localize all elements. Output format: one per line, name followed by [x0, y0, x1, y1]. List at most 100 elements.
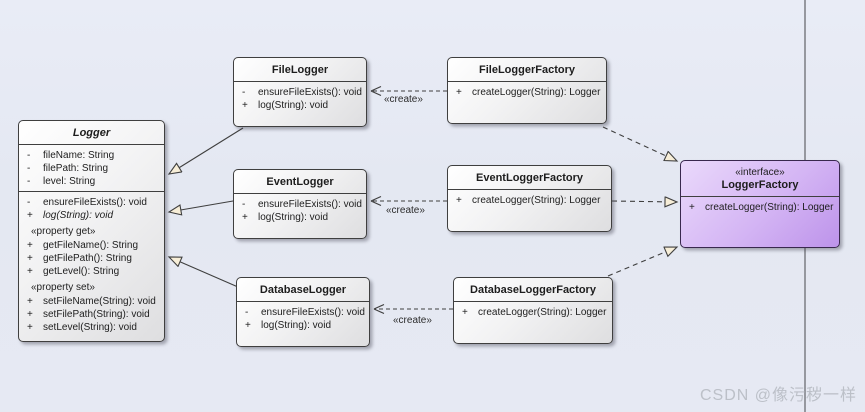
attribute-row: - filePath: String: [19, 162, 161, 175]
visibility-marker: -: [27, 150, 31, 161]
operations-section: + createLogger(String): Logger: [454, 302, 612, 322]
attribute-text: filePath: String: [43, 163, 109, 174]
visibility-marker: +: [245, 320, 251, 331]
csdn-watermark: CSDN @像污秽一样: [699, 387, 857, 404]
operation-text: ensureFileExists(): void: [258, 87, 362, 98]
attributes-section: - fileName: String - filePath: String - …: [19, 145, 164, 192]
operation-row: - ensureFileExists(): void: [237, 306, 366, 319]
visibility-marker: -: [242, 87, 246, 98]
visibility-marker: +: [27, 309, 33, 320]
visibility-marker: +: [27, 240, 33, 251]
class-eventloggerfactory: EventLoggerFactory + createLogger(String…: [447, 165, 612, 232]
operation-row: + createLogger(String): Logger: [454, 306, 609, 319]
visibility-marker: -: [27, 197, 31, 208]
attribute-text: level: String: [43, 176, 96, 187]
operation-text: setFilePath(String): void: [43, 309, 150, 320]
operation-text: setLevel(String): void: [43, 322, 137, 333]
operation-text: ensureFileExists(): void: [261, 307, 365, 318]
operation-row: + log(String): void: [234, 99, 363, 112]
property-set-stereotype: «property set»: [31, 282, 95, 293]
class-title: FileLogger: [234, 58, 366, 82]
realization-databaseloggerfactory-loggerfactory: [607, 247, 677, 277]
class-title: DatabaseLoggerFactory: [454, 278, 612, 302]
operation-row: - ensureFileExists(): void: [19, 196, 161, 209]
operation-row: + createLogger(String): Logger: [681, 201, 836, 214]
visibility-marker: -: [245, 307, 249, 318]
operations-section: + createLogger(String): Logger: [681, 197, 839, 217]
operation-row: + log(String): void: [19, 209, 161, 222]
operation-text: log(String): void: [258, 100, 329, 111]
property-get-stereotype: «property get»: [31, 226, 96, 237]
operation-text: createLogger(String): Logger: [478, 307, 607, 318]
operation-text-abstract: log(String): void: [43, 210, 114, 221]
visibility-marker: +: [242, 212, 248, 223]
attribute-text: fileName: String: [43, 150, 115, 161]
class-loggerfactory-interface: «interface» LoggerFactory + createLogger…: [680, 160, 840, 248]
create-stereotype-label: «create»: [386, 205, 425, 216]
class-title: FileLoggerFactory: [448, 58, 606, 82]
class-title: EventLogger: [234, 170, 366, 194]
visibility-marker: +: [462, 307, 468, 318]
class-eventlogger: EventLogger - ensureFileExists(): void +…: [233, 169, 367, 239]
class-name: LoggerFactory: [721, 179, 799, 191]
operation-text: ensureFileExists(): void: [43, 197, 147, 208]
operation-text: log(String): void: [261, 320, 332, 331]
operation-row: - ensureFileExists(): void: [234, 86, 363, 99]
class-databaselogger: DatabaseLogger - ensureFileExists(): voi…: [236, 277, 370, 347]
visibility-marker: -: [242, 199, 246, 210]
operation-text: ensureFileExists(): void: [258, 199, 362, 210]
class-databaseloggerfactory: DatabaseLoggerFactory + createLogger(Str…: [453, 277, 613, 344]
operation-row: + getFilePath(): String: [19, 252, 161, 265]
visibility-marker: +: [456, 87, 462, 98]
operation-row: + log(String): void: [237, 319, 366, 332]
operation-text: getFileName(): String: [43, 240, 139, 251]
visibility-marker: +: [27, 296, 33, 307]
generalization-databaselogger-logger: [169, 257, 239, 288]
visibility-marker: -: [27, 163, 31, 174]
realization-eventloggerfactory-loggerfactory: [611, 201, 677, 202]
operation-row: + createLogger(String): Logger: [448, 86, 603, 99]
class-fileloggerfactory: FileLoggerFactory + createLogger(String)…: [447, 57, 607, 124]
operation-row: + setLevel(String): void: [19, 321, 161, 334]
operation-text: createLogger(String): Logger: [705, 202, 834, 213]
visibility-marker: +: [27, 266, 33, 277]
class-title: Logger: [19, 121, 164, 145]
operations-section: - ensureFileExists(): void + log(String)…: [234, 194, 366, 227]
operations-section: - ensureFileExists(): void + log(String)…: [234, 82, 366, 115]
operation-row: + getLevel(): String: [19, 265, 161, 278]
attribute-row: - level: String: [19, 175, 161, 188]
class-title: EventLoggerFactory: [448, 166, 611, 190]
class-title: DatabaseLogger: [237, 278, 369, 302]
visibility-marker: +: [456, 195, 462, 206]
operation-row: + setFileName(String): void: [19, 295, 161, 308]
class-filelogger: FileLogger - ensureFileExists(): void + …: [233, 57, 367, 127]
visibility-marker: -: [27, 176, 31, 187]
operation-text: log(String): void: [258, 212, 329, 223]
visibility-marker: +: [27, 322, 33, 333]
operations-section: + createLogger(String): Logger: [448, 190, 611, 210]
operation-row: + log(String): void: [234, 211, 363, 224]
class-title: «interface» LoggerFactory: [681, 161, 839, 197]
visibility-marker: +: [27, 253, 33, 264]
realization-fileloggerfactory-loggerfactory: [602, 126, 677, 161]
create-stereotype-label: «create»: [393, 315, 432, 326]
visibility-marker: +: [242, 100, 248, 111]
visibility-marker: +: [27, 210, 33, 221]
generalization-filelogger-logger: [169, 127, 244, 174]
attribute-row: - fileName: String: [19, 149, 161, 162]
interface-stereotype: «interface»: [735, 167, 785, 178]
operations-section: - ensureFileExists(): void + log(String)…: [237, 302, 369, 335]
operation-row: - ensureFileExists(): void: [234, 198, 363, 211]
operation-row: + createLogger(String): Logger: [448, 194, 608, 207]
operation-text: getFilePath(): String: [43, 253, 132, 264]
operations-section: + createLogger(String): Logger: [448, 82, 606, 102]
operation-text: createLogger(String): Logger: [472, 87, 601, 98]
operation-text: getLevel(): String: [43, 266, 120, 277]
class-logger: Logger - fileName: String - filePath: St…: [18, 120, 165, 342]
operation-row: + getFileName(): String: [19, 239, 161, 252]
operation-text: createLogger(String): Logger: [472, 195, 601, 206]
operation-row: + setFilePath(String): void: [19, 308, 161, 321]
visibility-marker: +: [689, 202, 695, 213]
